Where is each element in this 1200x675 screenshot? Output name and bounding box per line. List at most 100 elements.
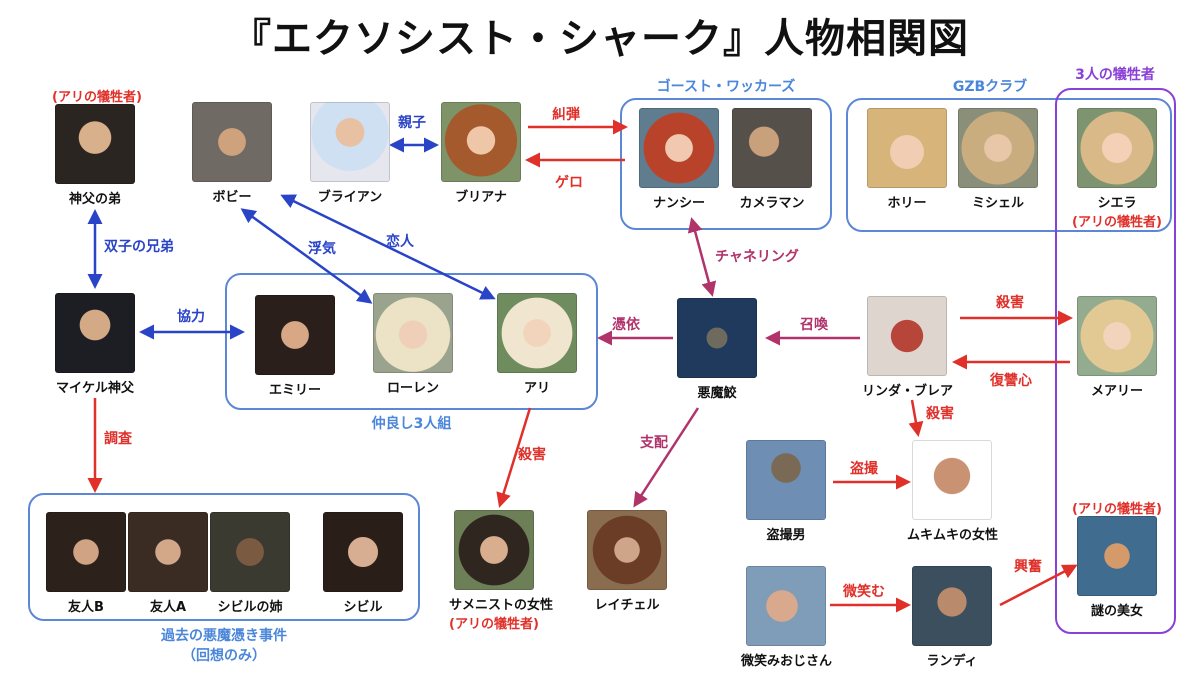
ghost-walkers-label: ゴースト・ワッカーズ	[656, 79, 796, 95]
rachel-name: レイチェル	[594, 598, 660, 613]
holly-photo	[867, 108, 947, 188]
michelle-photo	[958, 108, 1038, 188]
mystery-note: (アリの犠牲者)	[1072, 502, 1162, 517]
char-brother: 神父の弟	[50, 104, 140, 207]
char-holly: ホリー	[862, 108, 952, 211]
randy-name: ランディ	[926, 654, 978, 669]
char-rachel: レイチェル	[582, 510, 672, 613]
label-channeling: チャネリング	[715, 249, 799, 265]
sybil-name: シビル	[343, 600, 383, 615]
char-shark: 悪魔鮫	[672, 298, 762, 401]
char-michelle: ミシェル	[953, 108, 1043, 211]
sybil-photo	[323, 512, 403, 592]
gzb-club-label: GZBクラブ	[952, 79, 1028, 95]
brian-photo	[310, 102, 390, 182]
emily-name: エミリー	[268, 383, 321, 398]
nancy-name: ナンシー	[652, 196, 705, 211]
char-sybil-sister: シビルの姉	[205, 512, 295, 615]
label-kyudan: 糾弾	[552, 107, 580, 123]
michael-name: マイケル神父	[55, 381, 134, 396]
briana-photo	[441, 102, 521, 182]
label-satsugai-muscle: 殺害	[926, 406, 954, 422]
gzb-club-box	[846, 98, 1172, 232]
label-uwaki: 浮気	[308, 241, 336, 257]
arrow-satsugai-ari	[496, 407, 532, 508]
brother-note: (アリの犠牲者)	[52, 90, 142, 105]
label-kofun: 興奮	[1014, 559, 1042, 575]
rachel-photo	[587, 510, 667, 590]
page-title: 『エクソシスト・シャーク』人物相関図	[231, 16, 969, 62]
friend-a-photo	[128, 512, 208, 592]
voyeur-name: 盗撮男	[766, 528, 806, 543]
mary-photo	[1077, 296, 1157, 376]
friend-b-name: 友人B	[68, 600, 104, 615]
smile-old-name: 微笑みおじさん	[741, 654, 833, 669]
char-muscle: ムキムキの女性	[907, 440, 999, 543]
brother-name: 神父の弟	[68, 192, 121, 207]
past-case-label: 過去の悪魔憑き事件	[161, 628, 287, 644]
shark-name: 悪魔鮫	[697, 386, 737, 401]
sierra-photo	[1077, 108, 1157, 188]
arrow-koibito	[280, 194, 496, 300]
victims-label: 3人の犠牲者	[1075, 67, 1155, 83]
char-randy: ランディ	[907, 566, 997, 669]
trio-label: 仲良し3人組	[371, 416, 452, 432]
voyeur-photo	[746, 440, 826, 520]
label-gero: ゲロ	[555, 175, 583, 191]
label-kyoryoku: 協力	[177, 309, 205, 325]
char-mystery: 謎の美女	[1072, 516, 1162, 619]
emily-photo	[255, 295, 335, 375]
mary-name: メアリー	[1090, 384, 1143, 399]
samenist-photo	[454, 510, 534, 590]
char-samenist: サメニストの女性 (アリの犠牲者)	[449, 510, 553, 632]
char-nancy: ナンシー	[634, 108, 724, 211]
muscle-photo	[912, 440, 992, 520]
arrow-uwaki	[240, 208, 373, 304]
cameraman-name: カメラマン	[739, 196, 805, 211]
char-smile-old: 微笑みおじさん	[741, 566, 833, 669]
linda-photo	[867, 296, 947, 376]
past-case-note: （回想のみ）	[182, 648, 266, 664]
lauren-photo	[373, 293, 453, 373]
char-lauren: ローレン	[368, 293, 458, 396]
ari-photo	[497, 293, 577, 373]
arrow-satsugai-muscle	[908, 399, 924, 437]
brother-photo	[55, 104, 135, 184]
shark-photo	[677, 298, 757, 378]
label-shihai: 支配	[640, 435, 668, 451]
mystery-name: 謎の美女	[1090, 604, 1143, 619]
char-friend-a: 友人A	[123, 512, 213, 615]
sybil-sister-photo	[210, 512, 290, 592]
arrow-kofun	[999, 564, 1078, 607]
mystery-photo	[1077, 516, 1157, 596]
char-mary: メアリー	[1072, 296, 1162, 399]
char-cameraman: カメラマン	[727, 108, 817, 211]
ari-name: アリ	[523, 381, 550, 396]
label-oyako: 親子	[398, 115, 426, 131]
past-case-box	[28, 493, 420, 621]
label-hyoi: 憑依	[612, 317, 640, 333]
bobby-name: ボビー	[212, 190, 252, 205]
char-ari: アリ	[492, 293, 582, 396]
ghost-walkers-box	[620, 98, 832, 230]
char-sierra: シエラ (アリの犠牲者)	[1072, 108, 1162, 230]
label-futago: 双子の兄弟	[104, 239, 174, 255]
cameraman-photo	[732, 108, 812, 188]
label-hohoemu: 微笑む	[843, 584, 885, 600]
michelle-name: ミシェル	[971, 196, 1024, 211]
linda-name: リンダ・ブレア	[862, 384, 954, 399]
muscle-name: ムキムキの女性	[907, 528, 999, 543]
char-michael: マイケル神父	[50, 293, 140, 396]
char-sybil: シビル	[318, 512, 408, 615]
sierra-name: シエラ	[1097, 196, 1137, 211]
briana-name: ブリアナ	[455, 190, 507, 205]
label-satsugai-ari: 殺害	[518, 447, 546, 463]
sybil-sister-name: シビルの姉	[217, 600, 283, 615]
label-satsugai-mary: 殺害	[996, 295, 1024, 311]
char-bobby: ボビー	[187, 102, 277, 205]
sierra-note: (アリの犠牲者)	[1072, 215, 1162, 230]
brian-name: ブライアン	[317, 190, 383, 205]
label-koibito: 恋人	[386, 234, 414, 250]
friend-a-name: 友人A	[149, 600, 187, 615]
